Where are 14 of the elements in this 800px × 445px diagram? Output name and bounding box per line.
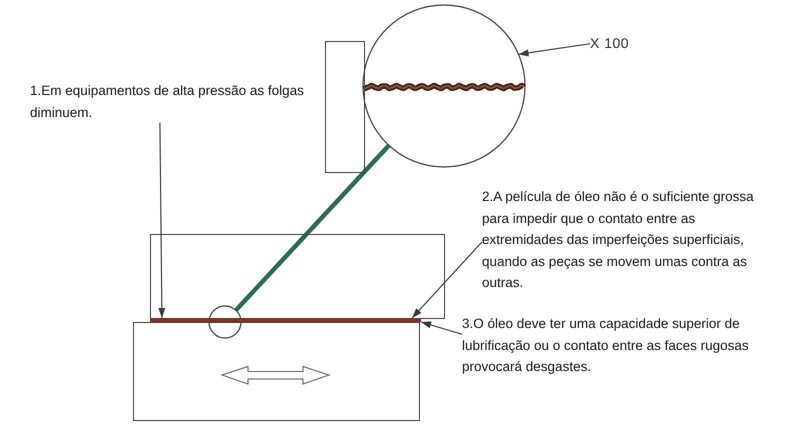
oil-film	[150, 318, 421, 322]
leader-arrow	[158, 123, 166, 318]
magnified-view-circle	[362, 4, 526, 168]
leader-line	[234, 144, 391, 312]
leader-arrow	[412, 242, 482, 318]
note-text: 3.O óleo deve ter uma capacidade superior de lubrificação ou o contato entre as faces rugosas provocará desgastes.	[462, 313, 762, 378]
detail-circle	[208, 305, 242, 339]
note-text: 1.Em equipamentos de alta pressão as folgas diminuem.	[30, 80, 320, 123]
leader-arrow	[518, 43, 590, 56]
lower-block	[133, 322, 420, 421]
magnification-label: X 100	[590, 33, 630, 54]
leader-arrow	[420, 321, 462, 335]
small-block	[325, 41, 365, 173]
note-text: 2.A película de óleo não é o suficiente grossa para impedir que o contato entre as extremidades das imperfeições superficiais, quando as peças se movem umas contra as outras.	[482, 186, 767, 294]
